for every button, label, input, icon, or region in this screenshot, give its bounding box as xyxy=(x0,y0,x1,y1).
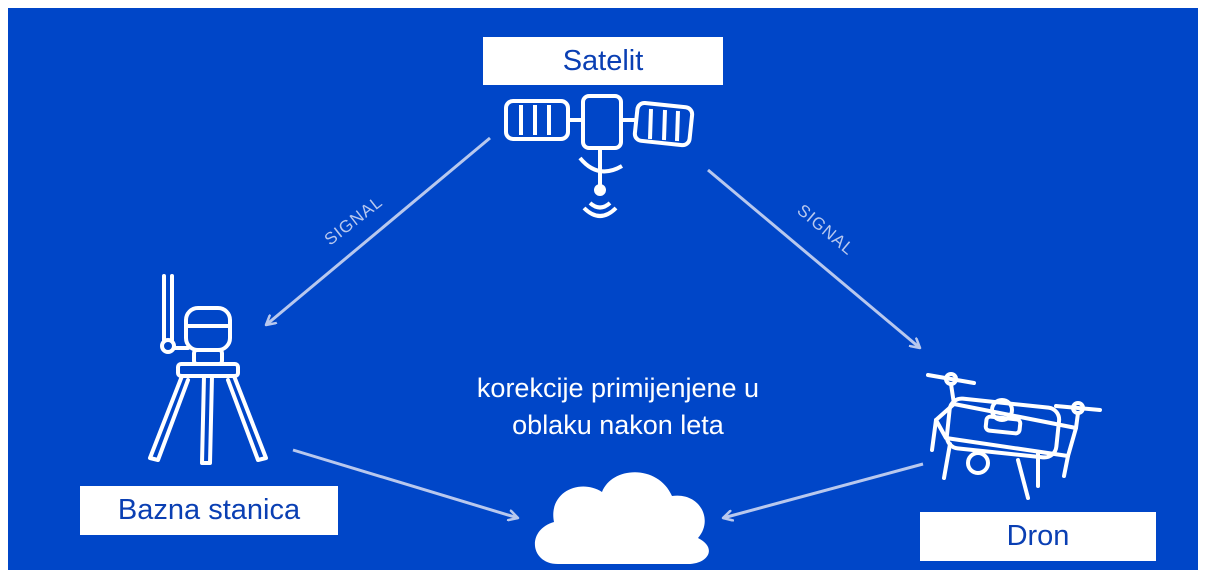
cloud-icon xyxy=(534,472,709,564)
drone-icon xyxy=(926,372,1102,500)
satellite-label: Satelit xyxy=(562,44,644,77)
satellite-label-box: Satelit xyxy=(483,37,723,85)
cloud-caption-line-2: oblaku nakon leta xyxy=(512,410,724,440)
satellite-icon xyxy=(504,94,695,218)
base-station-label: Bazna stanica xyxy=(117,494,301,526)
diagram-artwork: SIGNAL SIGNAL xyxy=(148,94,1102,564)
cloud-caption: korekcije primijenjene u oblaku nakon le… xyxy=(428,370,808,444)
arrow-satellite-to-base xyxy=(266,136,491,325)
arrow-satellite-to-drone xyxy=(707,168,920,348)
base-station-label-box: Bazna stanica xyxy=(80,486,338,535)
edge-label-satellite-to-base: SIGNAL xyxy=(321,192,387,249)
drone-label-box: Dron xyxy=(920,512,1156,561)
tripod-base-station-icon xyxy=(148,274,268,465)
arrow-drone-to-cloud xyxy=(723,462,924,518)
cloud-caption-line-1: korekcije primijenjene u xyxy=(476,373,760,403)
arrow-base-to-cloud xyxy=(292,448,518,518)
drone-label: Dron xyxy=(1006,520,1070,552)
diagram-canvas: SIGNAL SIGNAL xyxy=(8,8,1198,570)
